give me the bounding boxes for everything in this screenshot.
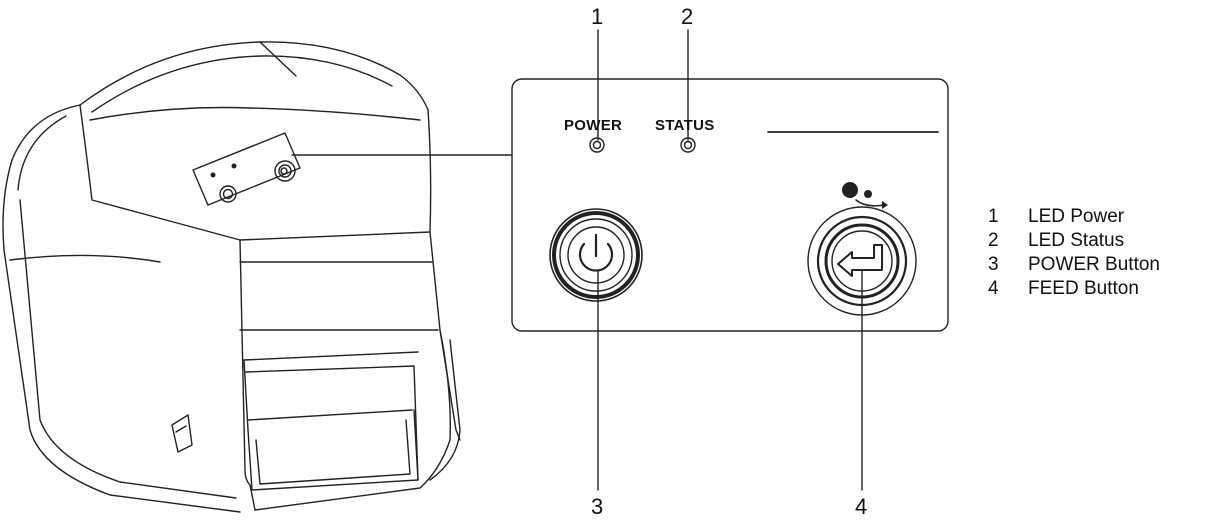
legend-text: POWER Button xyxy=(1028,254,1160,275)
legend-number: 2 xyxy=(988,230,999,251)
callout-number-4: 4 xyxy=(855,494,868,519)
legend: 1 LED Power 2 LED Status 3 POWER Button … xyxy=(988,205,1160,301)
legend-number: 3 xyxy=(988,254,999,275)
legend-number: 1 xyxy=(988,206,999,227)
power-symbol-icon xyxy=(578,233,614,272)
legend-item: 4 FEED Button xyxy=(988,277,1160,301)
legend-number: 4 xyxy=(988,278,999,299)
power-button[interactable] xyxy=(549,208,643,302)
callout-number-1: 1 xyxy=(591,4,604,29)
status-led-label: STATUS xyxy=(655,117,715,134)
legend-item: 1 LED Power xyxy=(988,205,1160,229)
legend-item: 3 POWER Button xyxy=(988,253,1160,277)
callout-number-2: 2 xyxy=(681,4,694,29)
legend-text: LED Power xyxy=(1028,206,1125,227)
power-led-label: POWER xyxy=(564,117,623,134)
legend-text: FEED Button xyxy=(1028,278,1139,299)
legend-text: LED Status xyxy=(1028,230,1125,251)
power-led xyxy=(589,137,605,153)
paper-feed-icon xyxy=(842,182,888,209)
legend-item: 2 LED Status xyxy=(988,229,1160,253)
enter-arrow-icon xyxy=(837,244,883,277)
printer-illustration xyxy=(2,41,461,513)
callout-number-3: 3 xyxy=(591,494,604,519)
